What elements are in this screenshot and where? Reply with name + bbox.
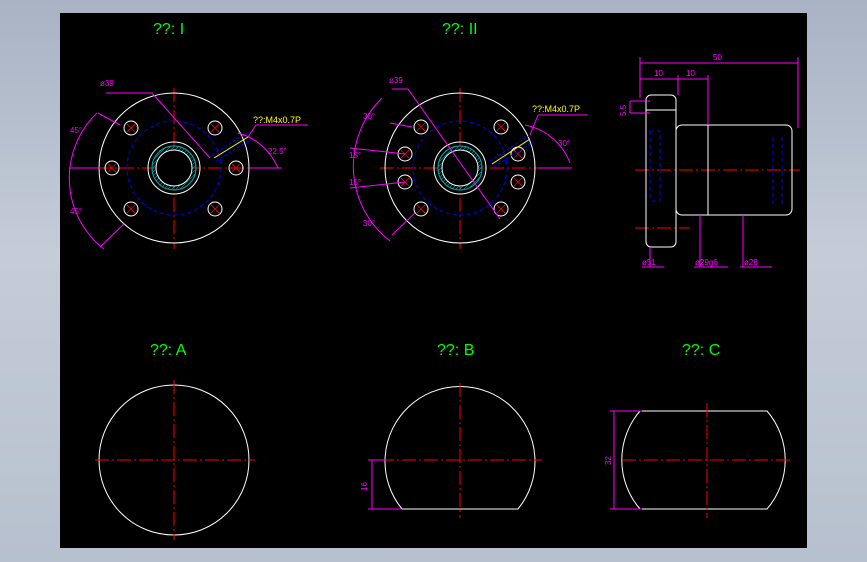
view-1-center-lines (98, 88, 260, 249)
view-2-flange-outline (384, 92, 536, 244)
view-2-angle-d: 30° (363, 219, 375, 228)
view-2-title: ??: II (442, 21, 478, 38)
side-view-hidden-lines (649, 130, 783, 205)
view-2-dimension-lines (349, 88, 572, 242)
view-b-dimension-lines (368, 459, 402, 510)
side-view-diameter-3: ø28 (744, 258, 758, 267)
side-view-offset: 5.5 (619, 104, 628, 116)
view-1-bolt-holes (104, 120, 244, 217)
view-1-thread-detail (211, 124, 308, 162)
view-2-angle-a: 30° (363, 112, 375, 121)
view-1-bore-outer (147, 141, 201, 195)
view-1-angle-top: 45° (70, 126, 82, 135)
view-2-angle-c: 15° (349, 178, 361, 187)
side-view-diameter-1: ø51 (642, 258, 656, 267)
view-1-thread-note: ??:M4x0.7P (253, 115, 301, 125)
side-view-center-line (635, 169, 800, 229)
view-a-title: ??: A (150, 342, 187, 359)
view-b: ??: B 16 (360, 342, 542, 518)
view-1-bore (155, 149, 193, 187)
cad-drawing-area: ??: I ??:M4x0.7P (60, 13, 807, 548)
view-b-title: ??: B (437, 342, 474, 359)
view-b-center-lines (380, 383, 542, 518)
view-1: ??: I ??:M4x0.7P (68, 21, 308, 250)
view-2-bore-outer (433, 141, 487, 195)
view-1-dimension-lines (68, 92, 282, 250)
view-1-title: ??: I (153, 21, 184, 38)
view-c: ??: C 32 (604, 342, 792, 518)
side-view: 50 10 10 5.5 ø51 ø29g6 ø28 (619, 53, 800, 268)
cad-drawing: ??: I ??:M4x0.7P (68, 21, 800, 540)
view-2-thread-note: ??:M4x0.7P (532, 104, 580, 114)
view-2-angle-b: 15° (349, 151, 361, 160)
view-1-angle-bottom: 45° (70, 207, 82, 216)
view-1-hole-cross (107, 123, 241, 214)
view-2-thread-detail (489, 114, 588, 168)
view-a: ??: A (95, 342, 255, 540)
view-2-bore (441, 149, 479, 187)
view-2-diameter-label: ø39 (389, 76, 403, 85)
view-c-center-lines (622, 403, 792, 518)
view-c-outline (621, 410, 786, 510)
view-b-height-label: 16 (360, 482, 369, 491)
view-b-outline (384, 386, 536, 510)
side-view-diameter-2: ø29g6 (695, 258, 718, 267)
side-view-total-length: 50 (713, 53, 722, 62)
side-view-length-2: 10 (686, 69, 695, 78)
view-1-bolt-circle (126, 120, 222, 216)
view-1-angle-right: 22.5° (268, 147, 287, 156)
view-c-width-label: 32 (604, 456, 613, 465)
view-1-diameter-label: ø39 (100, 79, 114, 88)
view-2-bolt-circle (412, 120, 508, 216)
view-c-title: ??: C (682, 342, 720, 359)
view-2: ??: II ??:M4x0.7P (349, 21, 588, 249)
side-view-length-1: 10 (654, 69, 663, 78)
view-a-center-lines (95, 380, 255, 540)
side-view-dimension-lines (629, 57, 799, 268)
side-view-outline (645, 94, 793, 248)
view-2-angle-right: 30° (558, 139, 570, 148)
view-c-dimension-lines (610, 410, 642, 510)
